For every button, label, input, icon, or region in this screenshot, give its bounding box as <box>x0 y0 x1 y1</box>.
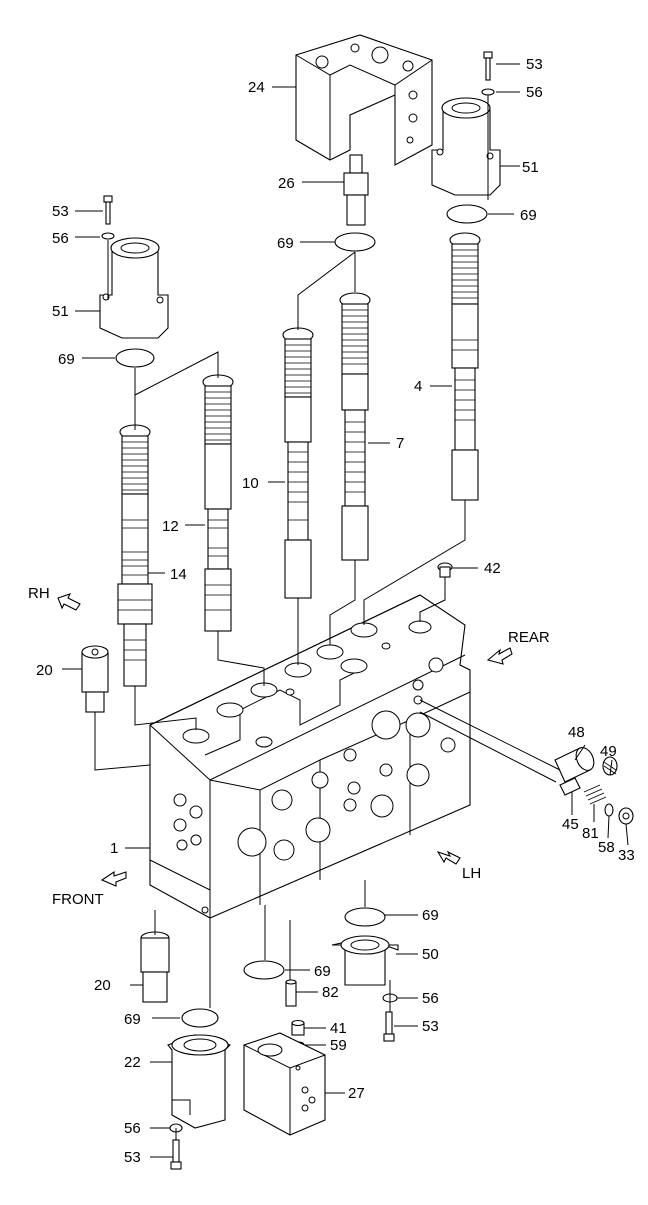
label-part-4: 4 <box>414 378 422 395</box>
direction-label-front: FRONT <box>52 891 104 908</box>
label-part-48: 48 <box>568 724 585 741</box>
direction-arrow-rh <box>57 593 81 611</box>
cover-part-51-lower <box>99 237 169 339</box>
label-part-10: 10 <box>242 475 259 492</box>
label-part-49: 49 <box>600 743 617 760</box>
label-part-58: 58 <box>598 839 615 856</box>
spool-part-10 <box>282 327 314 599</box>
o-ring-69-left <box>115 348 155 368</box>
label-part-26: 26 <box>278 175 295 192</box>
pin-part-82 <box>285 979 297 1007</box>
spool-part-14 <box>117 424 153 687</box>
direction-arrow-rear <box>486 647 513 665</box>
part-labels: 24 26 69 53 56 51 69 53 56 51 69 4 7 10 … <box>36 56 635 1166</box>
plug-part-20-lower <box>140 931 170 1003</box>
label-part-56-upper: 56 <box>526 84 543 101</box>
direction-label-rear: REAR <box>508 629 550 646</box>
cover-part-24 <box>295 34 433 166</box>
label-part-22: 22 <box>124 1054 141 1071</box>
label-part-53-upper: 53 <box>526 56 543 73</box>
assembly-guide-lines <box>62 63 629 1158</box>
spool-part-4 <box>449 232 481 501</box>
plug-part-20-upper <box>81 645 109 713</box>
bolt-part-53-upper <box>481 51 495 96</box>
label-part-7: 7 <box>396 435 404 452</box>
rod-guide-line <box>419 699 561 771</box>
direction-arrow-lh <box>436 850 461 865</box>
direction-label-lh: LH <box>462 865 481 882</box>
label-part-53-left: 53 <box>52 203 69 220</box>
label-part-69-lower-right: 69 <box>422 907 439 924</box>
label-part-53-cover-22: 53 <box>124 1149 141 1166</box>
label-part-53-cover-50: 53 <box>422 1018 439 1035</box>
label-part-20-lower: 20 <box>94 977 111 994</box>
label-part-82: 82 <box>322 984 339 1001</box>
spool-part-7 <box>339 292 371 561</box>
plug-part-41 <box>291 1019 305 1036</box>
label-part-51-upper: 51 <box>522 159 539 176</box>
label-part-56-cover-22: 56 <box>124 1120 141 1137</box>
label-part-56-left: 56 <box>52 230 69 247</box>
spool-part-12 <box>202 374 234 632</box>
label-part-24: 24 <box>248 79 265 96</box>
label-part-69-right: 69 <box>520 207 537 224</box>
bolt-part-53-cover-50 <box>383 1011 395 1042</box>
label-part-50: 50 <box>422 946 439 963</box>
spring-part-81 <box>583 784 607 805</box>
direction-label-rh: RH <box>28 585 50 602</box>
label-part-41: 41 <box>330 1020 347 1037</box>
rod-part-48 <box>554 747 595 783</box>
plug-part-42 <box>437 562 453 578</box>
label-part-69-lower-left: 69 <box>124 1011 141 1028</box>
label-part-59: 59 <box>330 1037 347 1054</box>
o-ring-69-center <box>334 232 376 252</box>
label-part-69-left: 69 <box>58 351 75 368</box>
label-part-42: 42 <box>484 560 501 577</box>
label-part-1: 1 <box>110 840 118 857</box>
cover-part-50 <box>331 935 399 986</box>
pin-part-45 <box>559 777 581 796</box>
o-ring-part-58 <box>604 803 614 817</box>
label-part-27: 27 <box>348 1085 365 1102</box>
o-ring-69-lower-right <box>344 907 386 927</box>
direction-labels: RH REAR LH FRONT <box>28 585 550 908</box>
cover-part-22 <box>167 1034 232 1129</box>
o-ring-69-lower-center <box>243 960 285 980</box>
label-part-51-lower: 51 <box>52 303 69 320</box>
valve-body-part-1 <box>149 594 471 919</box>
plug-part-26 <box>343 154 369 226</box>
bolt-part-53-cover-22 <box>170 1139 182 1170</box>
label-part-45: 45 <box>562 816 579 833</box>
label-part-81: 81 <box>582 825 599 842</box>
label-part-14: 14 <box>170 566 187 583</box>
label-part-56-cover-50: 56 <box>422 990 439 1007</box>
cover-part-51-upper <box>431 97 501 196</box>
bolt-part-53-left <box>101 195 115 240</box>
plug-part-33 <box>618 807 634 825</box>
label-part-33: 33 <box>618 847 635 864</box>
label-part-12: 12 <box>162 518 179 535</box>
block-part-27 <box>243 1032 326 1136</box>
o-ring-69-lower-left <box>181 1008 219 1028</box>
label-part-20-upper: 20 <box>36 662 53 679</box>
label-part-69-center: 69 <box>277 235 294 252</box>
direction-arrow-front <box>100 870 127 887</box>
o-ring-69-right <box>446 204 488 224</box>
label-part-69-lower-center: 69 <box>314 963 331 980</box>
